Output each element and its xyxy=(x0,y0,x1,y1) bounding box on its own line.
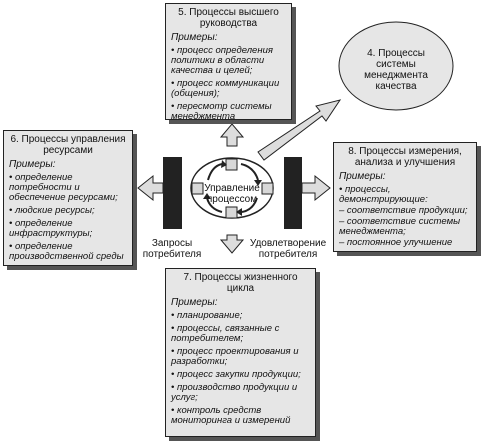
requests-label-line2: потребителя xyxy=(142,249,202,260)
center-label-line1: Управление xyxy=(204,183,260,194)
cycle-arrowhead-bottom-left xyxy=(203,193,211,199)
lifecycle-item-3: • процесс проектирования и разработки; xyxy=(171,346,299,367)
requests-label: Запросы потребителя xyxy=(140,238,204,260)
process-square-left xyxy=(191,182,204,195)
lifecycle-item-4: • процесс закупки продукции; xyxy=(171,369,301,380)
arrow-left-to-resources xyxy=(137,174,164,202)
measurement-item-2: – соответствие системы менеджмента; xyxy=(339,216,461,237)
lifecycle-examples-label: Примеры: xyxy=(171,297,218,308)
resources-examples-label: Примеры: xyxy=(9,159,56,170)
satisfaction-label-line2: потребителя xyxy=(258,249,318,260)
top-management-box: 5. Процессы высшего руководства Примеры:… xyxy=(165,3,292,122)
cycle-arrow-bottom-right xyxy=(241,197,258,213)
cycle-arrowhead-top-left xyxy=(221,160,227,168)
measurement-item-1: – соответствие продукции; xyxy=(339,205,468,216)
arrow-diagonal-to-qms xyxy=(257,99,342,161)
measurement-box: 8. Процессы измерения, анализа и улучшен… xyxy=(333,142,477,252)
resources-item-3: • определение инфраструктуры; xyxy=(9,218,93,239)
top-item-3: • пересмотр системы менеджмента xyxy=(171,101,272,122)
lifecycle-item-1: • планирование; xyxy=(171,310,243,321)
lifecycle-box: 7. Процессы жизненного цикла Примеры: • … xyxy=(165,268,316,437)
top-management-title: 5. Процессы высшего руководства xyxy=(178,7,279,29)
cycle-arrowhead-bottom-right xyxy=(236,208,242,216)
cycle-arrowhead-top-right xyxy=(254,180,262,186)
process-square-bottom xyxy=(225,206,238,219)
cycle-arrow-top-right xyxy=(240,163,259,181)
resources-item-2: • людские ресурсы; xyxy=(9,205,95,216)
measurement-title: 8. Процессы измерения, анализа и улучшен… xyxy=(348,146,462,168)
arrow-up-to-top xyxy=(219,123,245,147)
resources-title: 6. Процессы управления ресурсами xyxy=(10,134,126,156)
process-square-right xyxy=(261,182,274,195)
lifecycle-item-6: • контроль средств мониторинга и измерен… xyxy=(171,405,291,426)
qms-ellipse xyxy=(338,21,454,111)
measurement-intro: • процессы, демонстрирующие: xyxy=(339,184,428,205)
cycle-arrow-top-left xyxy=(207,163,223,181)
requests-label-line1: Запросы xyxy=(151,238,193,249)
measurement-item-3: – постоянное улучшение xyxy=(339,237,453,248)
lifecycle-item-2: • процессы, связанные с потребителем; xyxy=(171,323,280,344)
lifecycle-title: 7. Процессы жизненного цикла xyxy=(183,272,298,294)
center-label: Управление процессом xyxy=(200,183,264,205)
center-label-line2: процессом xyxy=(206,194,258,205)
cycle-arrow-bottom-left xyxy=(206,197,223,213)
top-item-2: • процесс коммуникации (общения); xyxy=(171,78,280,99)
resources-item-4: • определение производственной среды xyxy=(9,241,124,262)
resources-box: 6. Процессы управления ресурсами Примеры… xyxy=(3,130,133,266)
top-item-1: • процесс определения политики в области… xyxy=(171,45,273,76)
satisfaction-bar xyxy=(284,157,302,229)
resources-item-1: • определение потребности и обеспечение … xyxy=(9,172,118,203)
lifecycle-item-5: • производство продукции и услуг; xyxy=(171,382,298,403)
arrow-down-to-bottom xyxy=(219,234,245,254)
arrow-right-to-measurement xyxy=(301,174,331,202)
measurement-examples-label: Примеры: xyxy=(339,171,386,182)
satisfaction-label-line1: Удовлетворение xyxy=(249,238,327,249)
qms-title: 4. Процессы системы менеджмента качества xyxy=(364,48,428,92)
requests-bar xyxy=(163,157,182,229)
satisfaction-label: Удовлетворение потребителя xyxy=(245,238,331,260)
process-square-top xyxy=(225,158,238,171)
top-examples-label: Примеры: xyxy=(171,32,218,43)
